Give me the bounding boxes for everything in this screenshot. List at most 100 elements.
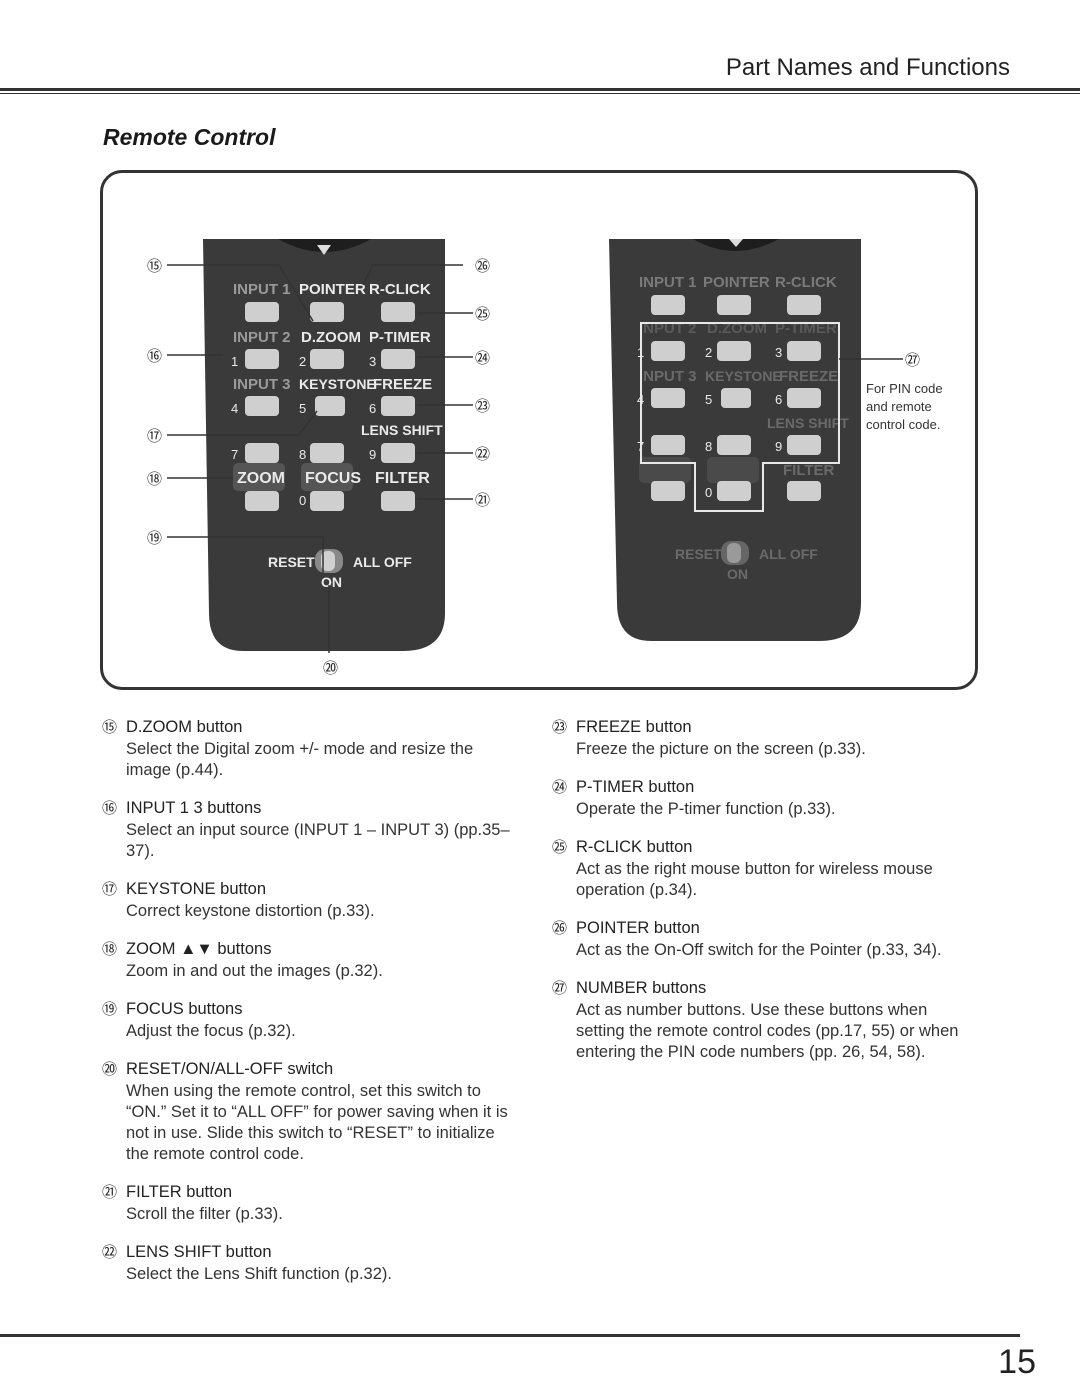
item-number: ⑰ <box>102 881 118 898</box>
r-label-input2: INPUT 2 <box>639 320 697 337</box>
item-description: When using the remote control, set this … <box>126 1082 508 1163</box>
item-description: Operate the P-timer function (p.33). <box>576 800 836 818</box>
r-digit-0: 0 <box>705 485 712 500</box>
callout-18: ⑱ <box>147 471 162 488</box>
item-title: POINTER button <box>576 919 700 937</box>
freeze-button <box>381 396 415 416</box>
r-digit-8: 8 <box>705 439 712 454</box>
callout-16: ⑯ <box>147 348 162 365</box>
item-number: ㉔ <box>552 779 568 796</box>
section-title: Remote Control <box>103 124 276 150</box>
label-focus: FOCUS <box>305 470 361 487</box>
digit-1: 1 <box>231 354 238 369</box>
item-number: ㉓ <box>552 719 568 736</box>
label-rclick: R-CLICK <box>369 281 431 298</box>
zoom-down-button <box>245 491 279 511</box>
digit-2: 2 <box>299 354 306 369</box>
item-description: Select the Lens Shift function (p.32). <box>126 1265 392 1283</box>
description-item: ⑯ INPUT 1 3 buttons Select an input sourc… <box>102 798 522 862</box>
keystone-button <box>315 396 345 416</box>
label-keystone: KEYSTONE <box>299 376 376 392</box>
r-digit-3: 3 <box>775 345 782 360</box>
item-title: FREEZE button <box>576 718 692 736</box>
digit-7: 7 <box>231 447 238 462</box>
description-item: ㉔ P-TIMER button Operate the P-timer func… <box>552 777 972 820</box>
pin-note-line3: control code. <box>866 417 940 432</box>
item-description: Select an input source (INPUT 1 – INPUT … <box>126 821 510 860</box>
callout-15: ⑮ <box>147 258 162 275</box>
callout-26: ㉖ <box>475 258 490 275</box>
item-number: ⑮ <box>102 719 118 736</box>
rclick-button <box>381 302 415 322</box>
input2-button <box>245 349 279 369</box>
r-label-lensshift: LENS SHIFT <box>767 415 849 431</box>
label-input1: INPUT 1 <box>233 281 291 298</box>
label-alloff: ALL OFF <box>353 554 412 570</box>
r-label-on: ON <box>727 566 748 582</box>
item-number: ㉑ <box>102 1184 118 1201</box>
item-number: ⑲ <box>102 1001 118 1018</box>
label-input2: INPUT 2 <box>233 329 291 346</box>
item-description: Zoom in and out the images (p.32). <box>126 962 383 980</box>
item-title: D.ZOOM button <box>126 718 243 736</box>
label-pointer: POINTER <box>299 281 366 298</box>
item-description: Scroll the filter (p.33). <box>126 1205 283 1223</box>
item-title: FILTER button <box>126 1183 233 1201</box>
r-label-alloff: ALL OFF <box>759 546 818 562</box>
remote-control-figure: INPUT 1 POINTER R-CLICK INPUT 2 D.ZOOM P… <box>100 170 978 690</box>
focus-up-button <box>310 443 344 463</box>
footer-rule <box>0 1334 1020 1337</box>
r-label-freeze: FREEZE <box>779 368 838 385</box>
r-digit-6: 6 <box>775 392 782 407</box>
digit-9: 9 <box>369 447 376 462</box>
label-on: ON <box>321 574 342 590</box>
item-number: ㉗ <box>552 980 568 997</box>
label-dzoom: D.ZOOM <box>301 329 361 346</box>
pin-note-line1: For PIN code <box>866 381 943 396</box>
callout-25: ㉕ <box>475 306 490 323</box>
item-number: ⑳ <box>102 1061 118 1078</box>
label-freeze: FREEZE <box>373 376 432 393</box>
callout-lines-left <box>167 264 473 653</box>
description-item: ㉑ FILTER button Scroll the filter (p.33). <box>102 1182 522 1225</box>
digit-3: 3 <box>369 354 376 369</box>
dzoom-button <box>310 349 344 369</box>
callout-27: ㉗ <box>905 352 920 369</box>
pin-note-line2: and remote <box>866 399 932 414</box>
zoom-up-button <box>245 443 279 463</box>
item-number: ㉖ <box>552 920 568 937</box>
label-reset: RESET <box>268 554 315 570</box>
r-label-rclick: R-CLICK <box>775 274 837 291</box>
remote-right: INPUT 1 POINTER R-CLICK INPUT 2 D.ZOOM P… <box>609 239 861 641</box>
item-title: ZOOM ▲▼ buttons <box>126 940 272 958</box>
digit-6: 6 <box>369 401 376 416</box>
focus-down-button <box>310 491 344 511</box>
item-title: P-TIMER button <box>576 778 695 796</box>
item-title: INPUT 1 3 buttons <box>126 799 262 817</box>
r-label-input3: INPUT 3 <box>639 368 697 385</box>
header-title: Part Names and Functions <box>725 54 1010 81</box>
item-title: FOCUS buttons <box>126 1000 243 1018</box>
r-digit-5: 5 <box>705 392 712 407</box>
page-number: 15 <box>998 1343 1036 1381</box>
item-number: ㉒ <box>102 1244 118 1261</box>
digit-4: 4 <box>231 401 238 416</box>
item-number: ⑯ <box>102 800 118 817</box>
callout-22: ㉒ <box>475 446 490 463</box>
remote-illustration: INPUT 1 POINTER R-CLICK INPUT 2 D.ZOOM P… <box>147 239 943 677</box>
r-label-ptimer: P-TIMER <box>775 320 837 337</box>
label-filter: FILTER <box>375 470 430 487</box>
item-title: KEYSTONE button <box>126 880 267 898</box>
item-title: R-CLICK button <box>576 838 693 856</box>
input1-button <box>245 302 279 322</box>
header-rule-thin <box>0 93 1080 94</box>
filter-button <box>381 491 415 511</box>
label-ptimer: P-TIMER <box>369 329 431 346</box>
